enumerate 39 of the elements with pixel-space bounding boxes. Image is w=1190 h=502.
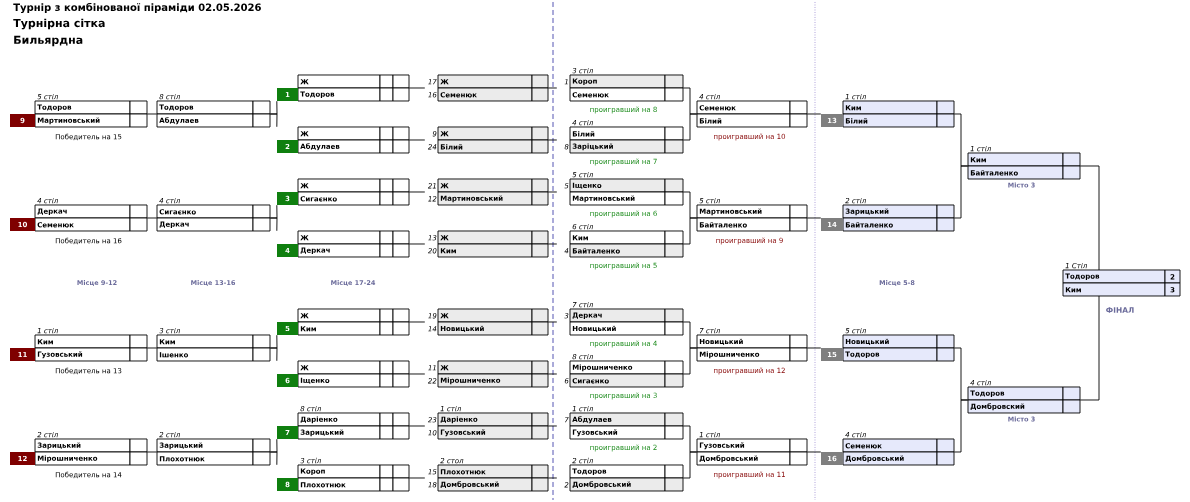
connector [269, 217, 278, 232]
heading: Бильярдна [14, 35, 83, 47]
connector [1079, 165, 1100, 271]
connector [547, 243, 558, 245]
connector [806, 347, 822, 349]
connector [547, 477, 558, 479]
connector [269, 347, 278, 362]
connector [269, 451, 278, 466]
connector [408, 87, 426, 89]
connector [146, 451, 158, 453]
connector [806, 451, 822, 453]
connector [682, 347, 698, 375]
connector [408, 191, 426, 193]
connector [953, 165, 969, 219]
title: Турнір з комбінованої піраміди 02.05.2026 [13, 2, 261, 14]
connector [547, 373, 558, 375]
connector [408, 373, 426, 375]
connector [146, 217, 158, 219]
connector [547, 191, 558, 193]
connector [806, 217, 822, 219]
connector [408, 477, 426, 479]
connector [408, 321, 426, 323]
connector [547, 321, 558, 323]
connector [547, 425, 558, 427]
connector [547, 87, 558, 89]
connector [146, 113, 158, 115]
connector [682, 113, 698, 141]
heading: Турнірна сітка [13, 18, 105, 30]
connector [269, 113, 278, 128]
connector [682, 217, 698, 245]
connector [682, 451, 698, 479]
connector [547, 139, 558, 141]
connector [146, 347, 158, 349]
connector [408, 425, 426, 427]
connector [953, 399, 969, 453]
connector [806, 113, 822, 115]
connector [408, 243, 426, 245]
connector [1079, 295, 1100, 401]
connector [408, 139, 426, 141]
